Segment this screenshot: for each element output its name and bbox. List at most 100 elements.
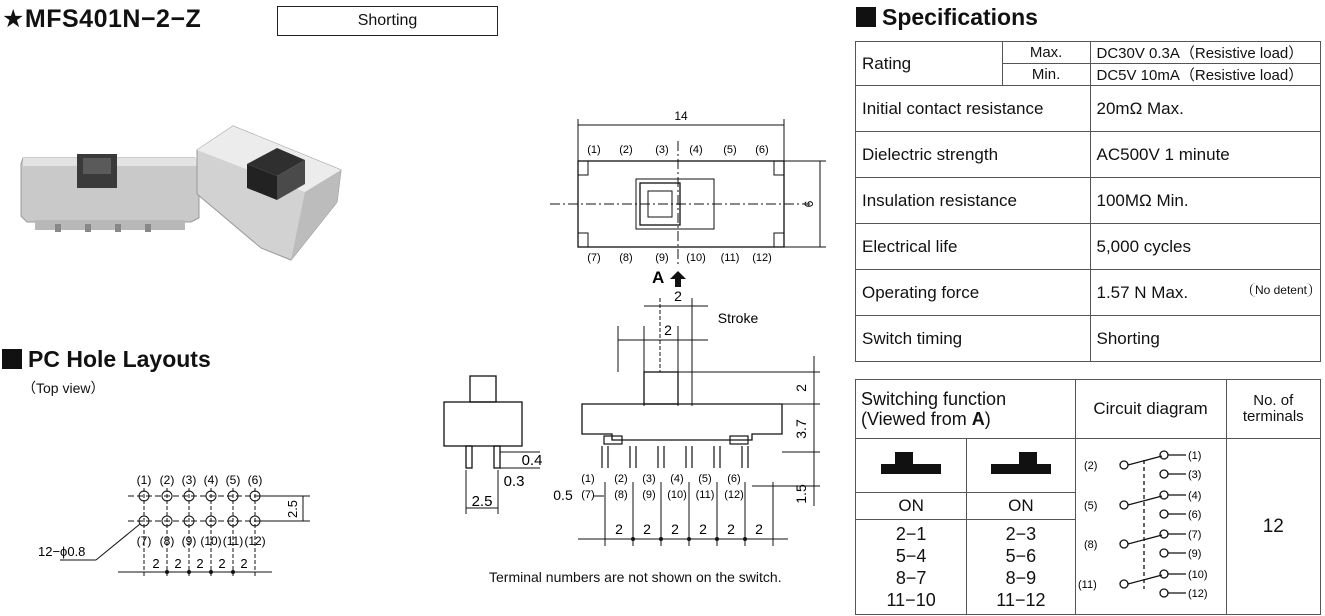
circuit-terminal-label: (7) [1188,529,1201,541]
spec-row-rating-min: Min. DC5V 10mA（Resistive load） [856,63,1321,86]
front-terminal-top: (6) [727,473,740,485]
specifications-table: Rating Max. DC30V 0.3A（Resistive load） M… [855,41,1321,362]
min-value: DC5V 10mA（Resistive load） [1089,63,1321,86]
on-state-row: ON ON [854,491,1321,520]
front-terminal-bottom: (9) [642,489,655,501]
left-on-label: ON [854,491,968,520]
spec-value: 20mΩ Max. [1089,85,1321,132]
circuit-terminal-label: (10) [1188,569,1208,581]
front-pitch-label: 2 [671,521,679,537]
bottom-terminal-label: (8) [619,252,632,264]
spec-row: Switch timing Shorting [855,315,1321,362]
hole-label-top-1: (1) [137,473,152,487]
hole-label-bottom-11: (11) [223,534,243,548]
top-terminal-label: (6) [755,144,768,156]
circuit-terminal-label: (4) [1188,490,1201,502]
hole-label-top-4: (4) [204,473,219,487]
front-terminal-bottom: (11) [696,489,715,501]
front-pitch-label: 2 [643,521,651,537]
spec-row-rating-max: Rating Max. DC30V 0.3A（Resistive load） [855,41,1321,86]
spec-row: Electrical life 5,000 cycles [855,223,1321,270]
drawing-caption: Terminal numbers are not shown on the sw… [489,569,782,585]
bottom-terminal-label: (11) [721,252,740,264]
pc-hole-diagram: (1) (2) (3) (4) (5) (6) (7) (8) (9) (10)… [38,473,310,578]
front-pitch-label: 2 [727,521,735,537]
spec-label: Operating force [855,269,1091,316]
specifications-title: Specifications [856,4,1038,31]
front-terminal-top: (2) [614,473,627,485]
max-value: DC30V 0.3A（Resistive load） [1089,41,1321,64]
switch-front-image [20,154,200,232]
hole-label-bottom-12: (12) [244,534,265,548]
width-dimension: 14 [674,109,688,123]
spec-label: Dielectric strength [855,131,1091,178]
terminals-header: No. of terminals [1225,379,1322,439]
top-terminal-label: (3) [655,144,668,156]
top-terminal-label: (2) [619,144,632,156]
rating-label: Rating [855,41,1003,86]
circuit-common-label: (8) [1084,539,1097,551]
stroke-outer-label: 2 [674,288,682,304]
spec-value-cell: 1.57 N Max. No detent [1089,269,1321,316]
spec-value: AC500V 1 minute [1089,131,1321,178]
body-height-label: 3.7 [793,419,809,439]
switching-function-header: Switching function (Viewed from A) [855,379,1076,439]
knob-height-label: 2 [793,384,809,392]
arrow-up-icon [670,271,686,287]
offset-label: 0.5 [553,487,573,503]
front-terminal-top: (5) [698,473,711,485]
front-terminal-top: (4) [670,473,683,485]
hole-label-top-5: (5) [226,473,241,487]
pin-thick-label: 0.3 [504,473,525,490]
pc-hole-title: PC Hole Layouts [2,346,211,373]
switching-function-table: Switching function (Viewed from A) Circu… [854,379,1322,616]
pitch-label: 2 [218,556,225,571]
left-position-icon-cell [854,438,968,493]
min-label: Min. [1001,63,1091,86]
front-terminal-top: (3) [642,473,655,485]
circuit-diagram-header: Circuit diagram [1074,379,1227,439]
spec-value: 1.57 N Max. [1096,282,1189,302]
right-on-label: ON [966,491,1076,520]
top-terminal-label: (5) [723,144,736,156]
circuit-common-label: (5) [1084,500,1097,512]
spec-note: No detent [1249,282,1312,297]
spec-label: Insulation resistance [855,177,1091,224]
front-terminal-top: (1) [581,473,594,485]
hole-label-top-3: (3) [182,473,197,487]
slider-right-position-icon [990,451,1051,474]
slider-left-position-icon [881,451,942,474]
switching-header-row: Switching function (Viewed from A) Circu… [855,379,1322,439]
front-pitch-label: 2 [699,521,707,537]
height-dimension: 6 [802,200,816,207]
section-square-icon [856,7,876,27]
section-square-icon [2,349,22,369]
spec-label: Initial contact resistance [855,85,1091,132]
circuit-terminal-label: (1) [1188,450,1201,462]
bottom-terminal-label: (7) [587,252,600,264]
front-terminal-bottom: (7) [581,489,594,501]
pitch-label: 2 [196,556,203,571]
max-label: Max. [1001,41,1091,64]
front-pitch-label: 2 [615,521,623,537]
side-view-drawing: 0.4 0.3 2.5 [443,375,543,514]
hole-diameter-label: 12−ϕ0.8 [38,544,85,559]
front-view-drawing: 2 2 Stroke 2 3.7 1.5 0.5 2 2 2 2 2 2 (1)… [553,288,820,546]
circuit-diagram: (2) (5) (8) (11) (1) (3) (4) (6) (7) (9)… [1078,450,1208,600]
pin-width-label: 0.4 [522,452,543,469]
product-title: ★MFS401N−2−Z [2,5,202,33]
spec-value: 5,000 cycles [1089,223,1321,270]
pitch-label: 2 [174,556,181,571]
spec-value: 100MΩ Min. [1089,177,1321,224]
hole-label-top-2: (2) [160,473,175,487]
spec-row: Dielectric strength AC500V 1 minute [855,131,1321,178]
pitch-label: 2 [240,556,247,571]
circuit-terminal-label: (12) [1188,588,1208,600]
front-terminal-bottom: (8) [614,489,627,501]
front-terminal-bottom: (10) [667,489,687,501]
circuit-terminal-label: (6) [1188,509,1201,521]
spec-row: Insulation resistance 100MΩ Min. [855,177,1321,224]
circuit-common-label: (11) [1078,579,1097,591]
